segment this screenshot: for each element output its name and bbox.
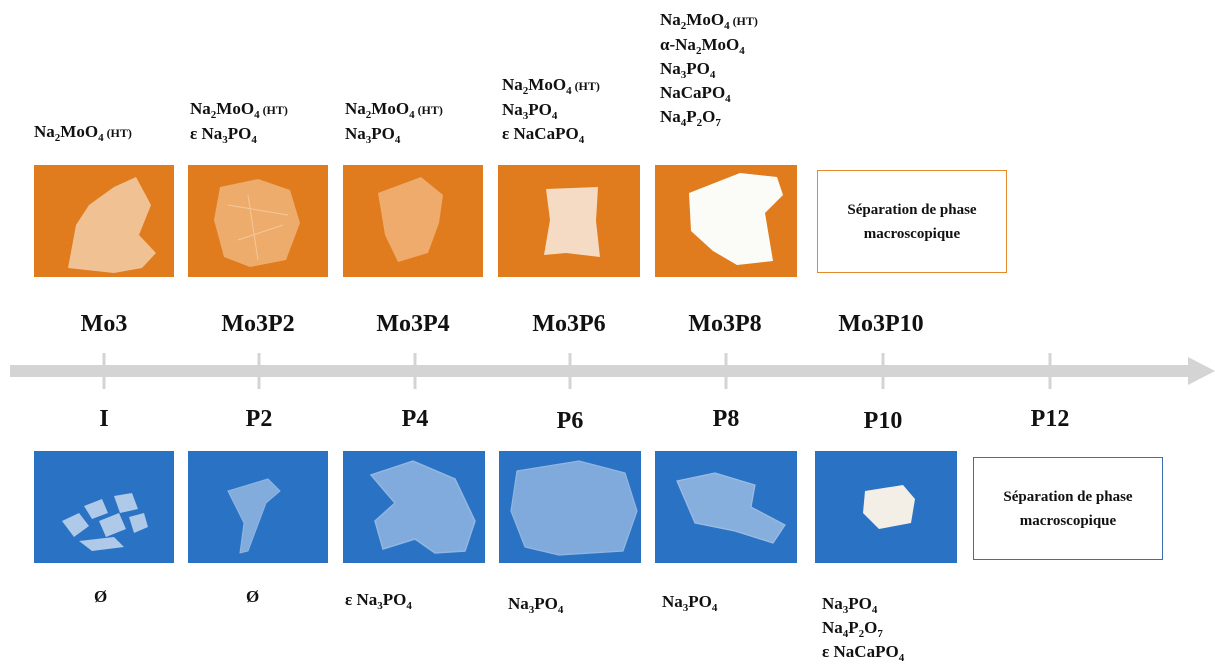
tick-label-p12: P12 [1030,406,1070,432]
photo-mo3p6 [498,165,640,277]
phase-line: Na3PO4 [508,594,564,616]
photo-i [34,451,174,563]
sample-label-mo3p8: Mo3P8 [688,311,762,337]
phase-line: Na4P2O7 [822,618,883,640]
phase-line: Na2MoO4 (HT) [660,10,758,32]
tick-label-p2: P2 [245,406,273,432]
bottom-phases-i: Ø [94,585,107,609]
phase-line: NaCaPO4 [660,83,731,105]
top-phases-mo3p2: Na2MoO4 (HT) ε Na3PO4 [190,97,288,146]
axis-arrow-shape [10,357,1215,385]
photo-mo3p8 [655,165,797,277]
sample-label-mo3p2: Mo3P2 [221,311,295,337]
photo-p2 [188,451,328,563]
sample-label-mo3p4: Mo3P4 [376,311,450,337]
phase-line: Na2MoO4 (HT) [502,75,600,97]
photo-mo3p4 [343,165,483,277]
phase-line: Na3PO4 [822,594,878,616]
tick-label-p8: P8 [712,406,740,432]
bottom-phases-p4: ε Na3PO4 [345,588,412,612]
sample-label-mo3p6: Mo3P6 [532,311,606,337]
photo-p8 [655,451,797,563]
photo-p10 [815,451,957,563]
tick-label-p4: P4 [401,406,429,432]
bottom-phases-p8: Na3PO4 [662,590,717,614]
sample-label-mo3: Mo3 [80,311,128,337]
phase-line: α-Na2MoO4 [660,35,745,57]
top-phase-separation-note: Séparation de phase macroscopique [817,170,1007,273]
phase-line: Na3PO4 [662,592,718,614]
top-phases-mo3: Na2MoO4 (HT) [34,120,132,145]
phase-line: ε Na3PO4 [190,124,257,146]
phase-line: ε NaCaPO4 [822,642,905,664]
tick-label-p10: P10 [863,408,903,434]
phase-line: ε Na3PO4 [345,590,412,612]
phase-line: Na3PO4 [345,124,401,146]
phase-line: Na2MoO4 (HT) [345,99,443,121]
photo-mo3p2 [188,165,328,277]
phase-line: Na2MoO4 (HT) [34,122,132,144]
tick-label-i: I [99,406,109,432]
photo-mo3 [34,165,174,277]
tick-label-p6: P6 [556,408,584,434]
phase-line: Ø [94,587,108,606]
photo-p6 [499,451,641,563]
phase-line: ε NaCaPO4 [502,124,585,146]
phase-line: Na4P2O7 [660,107,721,129]
phase-line: Na2MoO4 (HT) [190,99,288,121]
sample-label-mo3p10: Mo3P10 [838,311,924,337]
phase-line: Ø [246,587,260,606]
photo-p4 [343,451,485,563]
bottom-phases-p2: Ø [246,585,259,609]
bottom-phases-p6: Na3PO4 [508,592,563,616]
phase-line: Na3PO4 [502,100,558,122]
bottom-phase-separation-note: Séparation de phase macroscopique [973,457,1163,560]
phase-line: Na3PO4 [660,59,716,81]
top-phases-mo3p4: Na2MoO4 (HT) Na3PO4 [345,97,443,146]
composition-axis-arrow [10,353,1215,389]
